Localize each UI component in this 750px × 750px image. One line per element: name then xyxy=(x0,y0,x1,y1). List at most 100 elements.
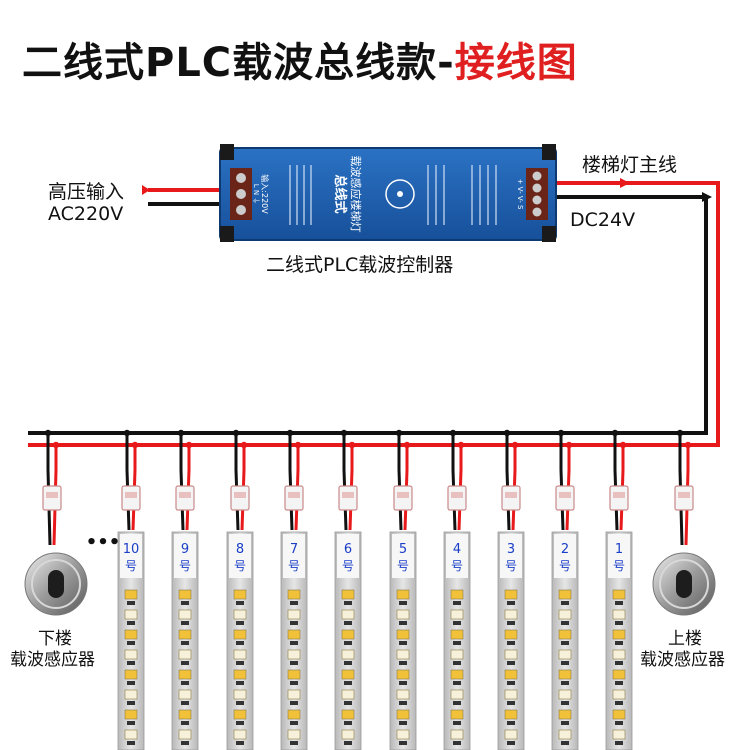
resistor xyxy=(453,681,461,685)
resistor xyxy=(290,741,298,745)
resistor xyxy=(453,701,461,705)
controller-terminals-out: + V- V- S xyxy=(516,179,524,210)
led-chip xyxy=(233,709,247,720)
drop-neg-wire xyxy=(451,433,457,531)
bus-junction xyxy=(457,441,465,449)
strip-label-cap xyxy=(500,534,522,578)
led-chip xyxy=(178,709,192,720)
resistor xyxy=(399,601,407,605)
led-chip xyxy=(178,669,192,680)
led-chip xyxy=(233,609,247,620)
connector-latch xyxy=(288,492,300,498)
resistor xyxy=(236,621,244,625)
drop-neg-wire xyxy=(179,433,185,531)
led-chip xyxy=(287,649,301,660)
bus-junction xyxy=(44,429,52,437)
led-chip xyxy=(287,589,301,600)
resistor xyxy=(399,741,407,745)
strip-label-cap xyxy=(120,534,142,578)
led-chip xyxy=(178,609,192,620)
led-chip xyxy=(178,589,192,600)
controller-dial-center xyxy=(397,191,403,197)
strip-number: 2 xyxy=(561,542,569,557)
resistor xyxy=(399,621,407,625)
led-chip xyxy=(341,589,355,600)
drop-neg-wire xyxy=(288,433,294,531)
sensor-up-label1: 上楼 xyxy=(668,629,702,649)
led-chip xyxy=(233,629,247,640)
drop-neg-wire xyxy=(234,433,240,531)
resistor xyxy=(290,621,298,625)
terminal-screw-icon xyxy=(236,189,246,199)
strip-label-cap xyxy=(446,534,468,578)
connector-latch xyxy=(342,492,354,498)
led-chip xyxy=(558,709,572,720)
led-chip xyxy=(124,589,138,600)
resistor xyxy=(561,641,569,645)
resistor xyxy=(453,621,461,625)
bus-junction xyxy=(348,441,356,449)
resistor xyxy=(236,721,244,725)
led-chip xyxy=(178,689,192,700)
input-label-line2: AC220V xyxy=(48,203,124,225)
strip-number-suffix: 号 xyxy=(451,559,463,573)
strip-drop xyxy=(175,429,195,531)
terminal-screw-icon xyxy=(532,207,542,217)
strip-number: 7 xyxy=(290,542,298,557)
strip-drop xyxy=(555,429,575,531)
drop-neg-wire xyxy=(397,433,403,531)
connector-latch xyxy=(125,492,137,498)
resistor xyxy=(507,721,515,725)
terminal-screw-icon xyxy=(236,173,246,183)
resistor xyxy=(344,741,352,745)
bus-junction xyxy=(177,429,185,437)
strip-label-cap xyxy=(337,534,359,578)
output-arrow-black-icon xyxy=(702,192,712,202)
drop-pos-wire xyxy=(52,445,58,546)
bus-junction xyxy=(619,441,627,449)
strip-number: 8 xyxy=(236,542,244,557)
led-chip xyxy=(612,649,626,660)
led-chip xyxy=(233,649,247,660)
bus-junction xyxy=(511,441,519,449)
resistor xyxy=(399,661,407,665)
resistor xyxy=(344,721,352,725)
resistor xyxy=(615,681,623,685)
led-chip xyxy=(504,629,518,640)
led-chip xyxy=(450,729,464,740)
resistor xyxy=(615,701,623,705)
drop-neg-wire xyxy=(46,433,52,546)
resistor xyxy=(615,721,623,725)
led-chip xyxy=(612,589,626,600)
main-line-label: 楼梯灯主线 xyxy=(582,154,678,176)
resistor xyxy=(290,721,298,725)
connector-latch xyxy=(179,492,191,498)
resistor xyxy=(561,621,569,625)
led-chip xyxy=(396,609,410,620)
bus-junction xyxy=(340,429,348,437)
drop-pos-wire xyxy=(684,445,690,546)
resistor xyxy=(344,601,352,605)
strip-number-suffix: 号 xyxy=(179,559,191,573)
led-chip xyxy=(612,669,626,680)
led-chip xyxy=(396,649,410,660)
resistor xyxy=(399,681,407,685)
strip-drop xyxy=(230,429,250,531)
controller-subname: 载波感应楼梯灯 xyxy=(349,156,363,233)
sensor-up-ring xyxy=(659,559,709,609)
bus-junction xyxy=(232,429,240,437)
strip-number: 1 xyxy=(615,542,623,557)
resistor xyxy=(561,681,569,685)
title-main: 二线式PLC载波总线款- xyxy=(22,40,455,86)
negative-bus-wire xyxy=(28,195,708,435)
bus-junction xyxy=(131,441,139,449)
led-chip xyxy=(341,629,355,640)
led-chip xyxy=(178,729,192,740)
led-chip xyxy=(124,629,138,640)
terminal-screw-icon xyxy=(532,195,542,205)
resistor xyxy=(127,661,135,665)
resistor xyxy=(615,661,623,665)
drop-neg-wire xyxy=(342,433,348,531)
controller-clip-bl xyxy=(220,226,234,242)
resistor xyxy=(561,701,569,705)
